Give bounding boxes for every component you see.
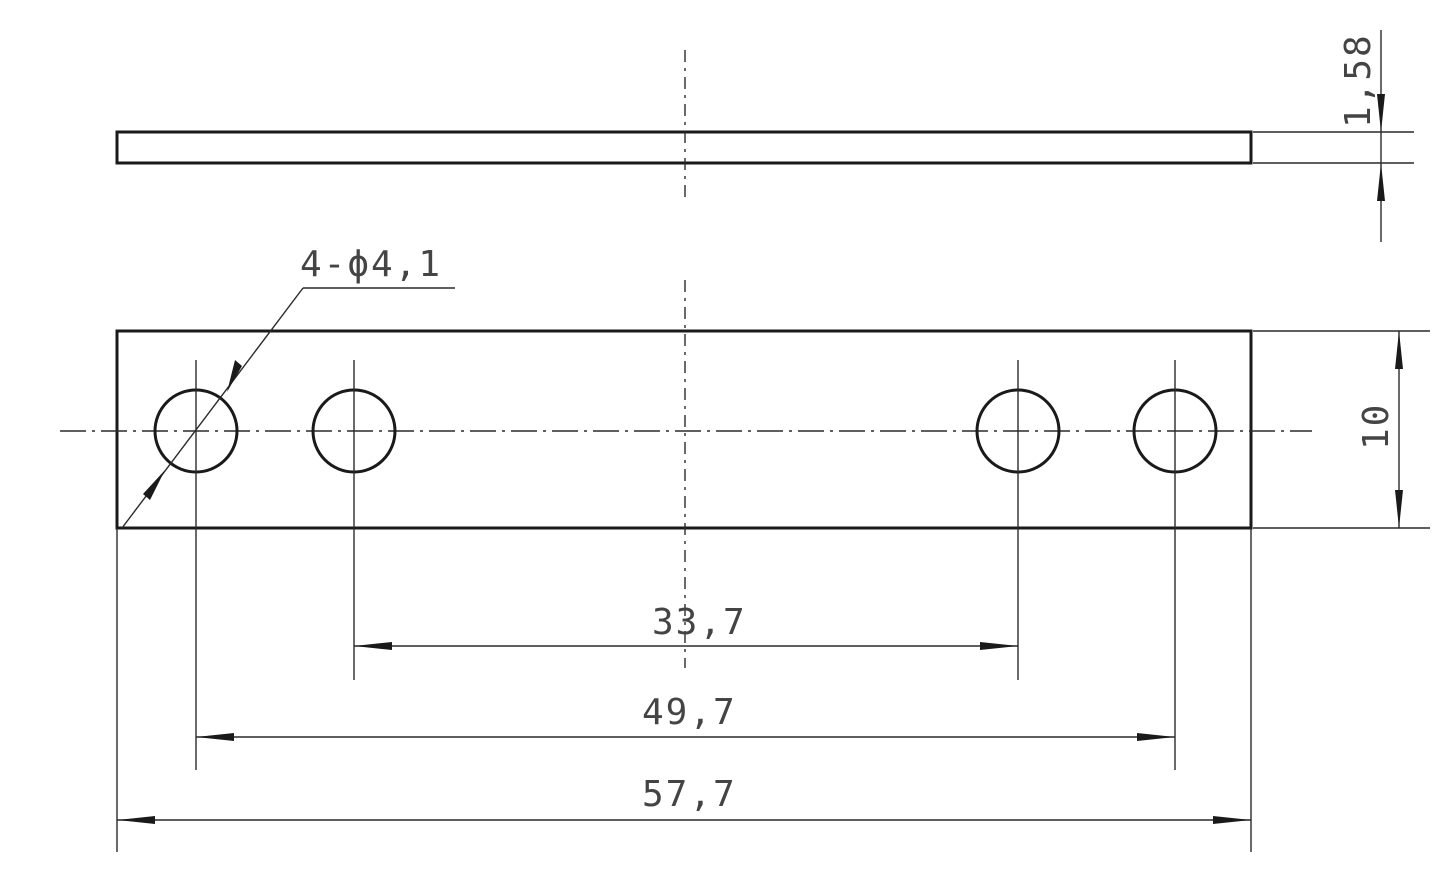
overall-length-dimension: 57,7 [116, 528, 1252, 852]
inner-spacing-dimension: 33,7 [354, 602, 1018, 650]
height-label: 10 [1356, 403, 1397, 450]
thickness-dimension: 1,58 [1253, 30, 1414, 242]
thickness-label: 1,58 [1338, 33, 1379, 128]
thickness-arrow-top [1377, 94, 1385, 132]
outer-spacing-arrow-right [1137, 733, 1175, 741]
side-view [115, 50, 1253, 200]
inner-spacing-arrow-left [354, 642, 392, 650]
overall-arrow-left [117, 816, 155, 824]
height-arrow-bottom [1395, 490, 1403, 528]
height-arrow-top [1395, 331, 1403, 369]
hole-spec-label: 4-ϕ4,1 [300, 244, 442, 285]
height-dimension: 10 [1253, 330, 1430, 529]
thickness-arrow-bottom [1377, 163, 1385, 201]
inner-spacing-arrow-right [980, 642, 1018, 650]
outer-spacing-arrow-left [196, 733, 234, 741]
front-view-plate [115, 329, 1253, 530]
hole-diameter-callout: 4-ϕ4,1 [121, 244, 455, 529]
side-view-plate [115, 130, 1253, 165]
hole-leader-arrow-upper [227, 360, 242, 392]
overall-arrow-right [1213, 816, 1251, 824]
inner-spacing-label: 33,7 [652, 602, 747, 643]
hole-leader-arrow-lower [143, 470, 165, 500]
outer-spacing-dimension: 49,7 [196, 692, 1175, 741]
front-view [60, 280, 1312, 770]
outer-spacing-label: 49,7 [642, 692, 737, 733]
overall-length-label: 57,7 [642, 774, 737, 815]
